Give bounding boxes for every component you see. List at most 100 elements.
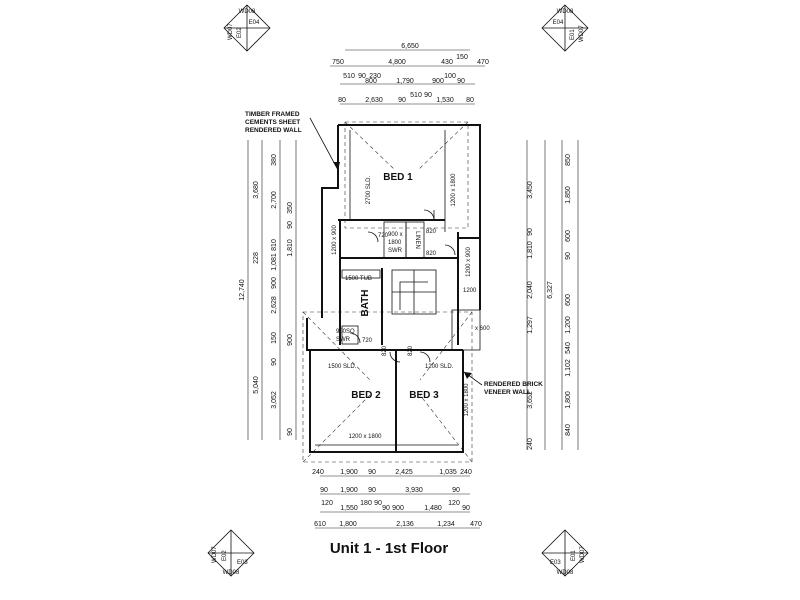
dim-label: 3,652 xyxy=(527,391,534,409)
dim-label: 510 xyxy=(343,73,355,80)
door-swing xyxy=(444,244,456,256)
dim-label: 90 xyxy=(374,500,382,507)
dim-label: 1,810 xyxy=(527,241,534,259)
door-swing xyxy=(367,231,379,243)
dim-label: 4,800 xyxy=(388,59,406,66)
svg-text:1500 TUB: 1500 TUB xyxy=(345,276,372,282)
svg-text:720: 720 xyxy=(362,338,373,344)
section-tag: WD07 xyxy=(579,25,585,42)
dim-label: 1,297 xyxy=(527,316,534,334)
dim-label: 1,200 xyxy=(565,316,572,334)
dim-label: 900 xyxy=(271,277,278,289)
dim-label: 1,035 xyxy=(439,469,457,476)
dim-label: 90 xyxy=(358,73,366,80)
dim-label: 150 xyxy=(271,332,278,344)
svg-text:900SQ: 900SQ xyxy=(336,329,355,335)
dim-label: 90 xyxy=(565,252,572,260)
dim-label: 1,234 xyxy=(437,521,455,528)
walls xyxy=(306,124,481,453)
dim-label: 90 xyxy=(527,228,534,236)
svg-text:LINEN: LINEN xyxy=(414,231,420,249)
dim-label: 90 xyxy=(287,221,294,229)
svg-text:1200 x 900: 1200 x 900 xyxy=(466,246,472,276)
section-tag: E03 xyxy=(550,560,561,566)
dim-label: 850 xyxy=(565,154,572,166)
dim-label: 1,530 xyxy=(436,97,454,104)
dim-label: 90 xyxy=(368,469,376,476)
dim-label: 900 xyxy=(392,505,404,512)
svg-text:SWR: SWR xyxy=(388,248,403,254)
dim-label: 240 xyxy=(460,469,472,476)
svg-text:1200 x 1800: 1200 x 1800 xyxy=(451,173,457,207)
dim-label: 2,628 xyxy=(271,296,278,314)
door-swing xyxy=(389,351,401,363)
dim-label: 800 xyxy=(365,78,377,85)
svg-text:820: 820 xyxy=(426,251,437,257)
svg-text:TIMBER FRAMED: TIMBER FRAMED xyxy=(245,111,300,118)
dim-label: 90 xyxy=(368,487,376,494)
section-marker-bottom-right: E01 WD07 E03 WD08 xyxy=(541,529,589,577)
dim-label: 3,052 xyxy=(271,391,278,409)
dim-label: 1,800 xyxy=(339,521,357,528)
door-swing xyxy=(349,332,361,344)
svg-text:1500 SLD.: 1500 SLD. xyxy=(328,364,357,370)
dim-label: 230 xyxy=(369,73,381,80)
dim-label: 90 xyxy=(382,505,390,512)
section-tag: WD08 xyxy=(223,570,240,576)
dim-label: 3,930 xyxy=(405,487,423,494)
svg-text:CEMENTS SHEET: CEMENTS SHEET xyxy=(245,119,300,126)
callout-brick-wall: RENDERED BRICK VENEER WALL xyxy=(463,371,543,396)
dim-label: 900 xyxy=(287,334,294,346)
section-tag: WD07 xyxy=(228,23,234,40)
section-tag: E01 xyxy=(571,550,577,561)
dim-label: 90 xyxy=(398,97,406,104)
dim-label: 470 xyxy=(477,59,489,66)
section-tag: WD08 xyxy=(239,9,256,15)
section-tag: WD08 xyxy=(557,9,574,15)
dim-label: 510 xyxy=(410,92,422,99)
dim-label: 1,081 xyxy=(271,253,278,271)
dim-label: 1,480 xyxy=(424,505,442,512)
dim-label: 750 xyxy=(332,59,344,66)
drawing-title: Unit 1 - 1st Floor xyxy=(330,540,449,557)
dim-label: 1,800 xyxy=(565,391,572,409)
dim-label: 240 xyxy=(527,438,534,450)
door-swing xyxy=(419,351,431,363)
svg-text:720: 720 xyxy=(378,233,389,239)
dim-label: 100 xyxy=(444,73,456,80)
svg-text:RENDERED WALL: RENDERED WALL xyxy=(245,127,302,134)
svg-text:2700 SLD.: 2700 SLD. xyxy=(366,175,372,204)
callout-timber-wall: TIMBER FRAMED CEMENTS SHEET RENDERED WAL… xyxy=(245,111,340,171)
dim-label: 2,630 xyxy=(365,97,383,104)
dim-label: 6,650 xyxy=(401,43,419,50)
section-tag: E02 xyxy=(222,550,228,561)
dim-label: 2,700 xyxy=(271,191,278,209)
section-tag: WD07 xyxy=(212,546,218,563)
dim-label: 12,740 xyxy=(239,279,246,301)
dim-label: 120 xyxy=(448,500,460,507)
section-tag: WD07 xyxy=(580,546,586,563)
room-label-bath: BATH xyxy=(360,289,371,316)
right-dimensions: 3,450 90 1,810 2,040 1,297 3,652 240 6,3… xyxy=(526,140,579,450)
left-dimensions: 12,740 5,040 228 3,680 3,052 90 150 2,62… xyxy=(239,140,297,440)
opening-labels: 2700 SLD. 1200 x 1800 1200 x 900 900 x 1… xyxy=(328,173,490,440)
dim-label: 90 xyxy=(287,428,294,436)
section-tag: E04 xyxy=(553,20,564,26)
section-marker-top-left: WD08 E04 WD07 E02 xyxy=(223,4,271,52)
svg-text:900 x: 900 x xyxy=(388,232,403,238)
room-label-bed3: BED 3 xyxy=(409,390,439,401)
dim-label: 540 xyxy=(565,342,572,354)
dim-label: 240 xyxy=(312,469,324,476)
dim-label: 600 xyxy=(565,294,572,306)
svg-text:1200 x 1800: 1200 x 1800 xyxy=(464,383,470,417)
dim-label: 380 xyxy=(271,154,278,166)
svg-text:1200: 1200 xyxy=(463,288,477,294)
room-label-bed1: BED 1 xyxy=(383,172,413,183)
svg-text:820: 820 xyxy=(382,345,388,356)
svg-text:1200 x 1800: 1200 x 1800 xyxy=(348,434,382,440)
svg-text:820: 820 xyxy=(426,229,437,235)
dim-label: 610 xyxy=(314,521,326,528)
section-tag: E01 xyxy=(570,29,576,40)
doors xyxy=(349,209,456,363)
section-tag: E03 xyxy=(237,560,248,566)
